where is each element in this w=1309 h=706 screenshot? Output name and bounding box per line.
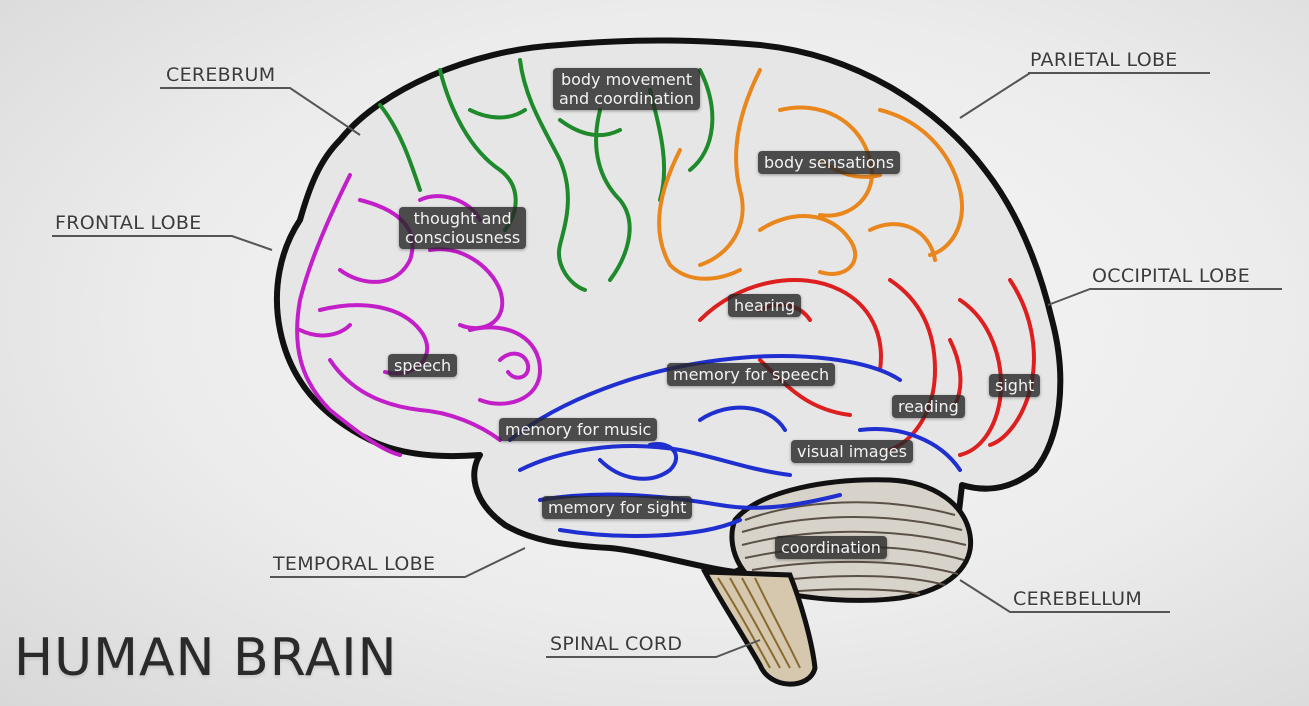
callout-spinal-cord: SPINAL CORD [550,633,682,655]
tag-memory-for-speech: memory for speech [667,363,835,386]
tag-visual-images: visual images [791,440,913,463]
tag-memory-for-music: memory for music [499,418,657,441]
callout-frontal-lobe: FRONTAL LOBE [55,212,202,234]
tag-sight: sight [989,374,1040,397]
callout-temporal-lobe: TEMPORAL LOBE [273,553,435,575]
tag-body-movement: body movement and coordination [553,68,700,110]
callout-parietal-lobe: PARIETAL LOBE [1030,49,1178,71]
tag-thought: thought and consciousness [399,207,526,249]
callout-cerebellum: CEREBELLUM [1013,588,1142,610]
diagram-title: HUMAN BRAIN [14,628,398,688]
tag-body-sensations: body sensations [758,151,900,174]
brain-outline [277,40,1060,572]
callout-occipital-lobe: OCCIPITAL LOBE [1092,265,1250,287]
tag-memory-for-sight: memory for sight [542,496,692,519]
tag-hearing: hearing [728,294,801,317]
tag-speech: speech [388,354,457,377]
tag-reading: reading [892,395,965,418]
tag-coordination: coordination [775,536,887,559]
callout-cerebrum: CEREBRUM [166,64,275,86]
